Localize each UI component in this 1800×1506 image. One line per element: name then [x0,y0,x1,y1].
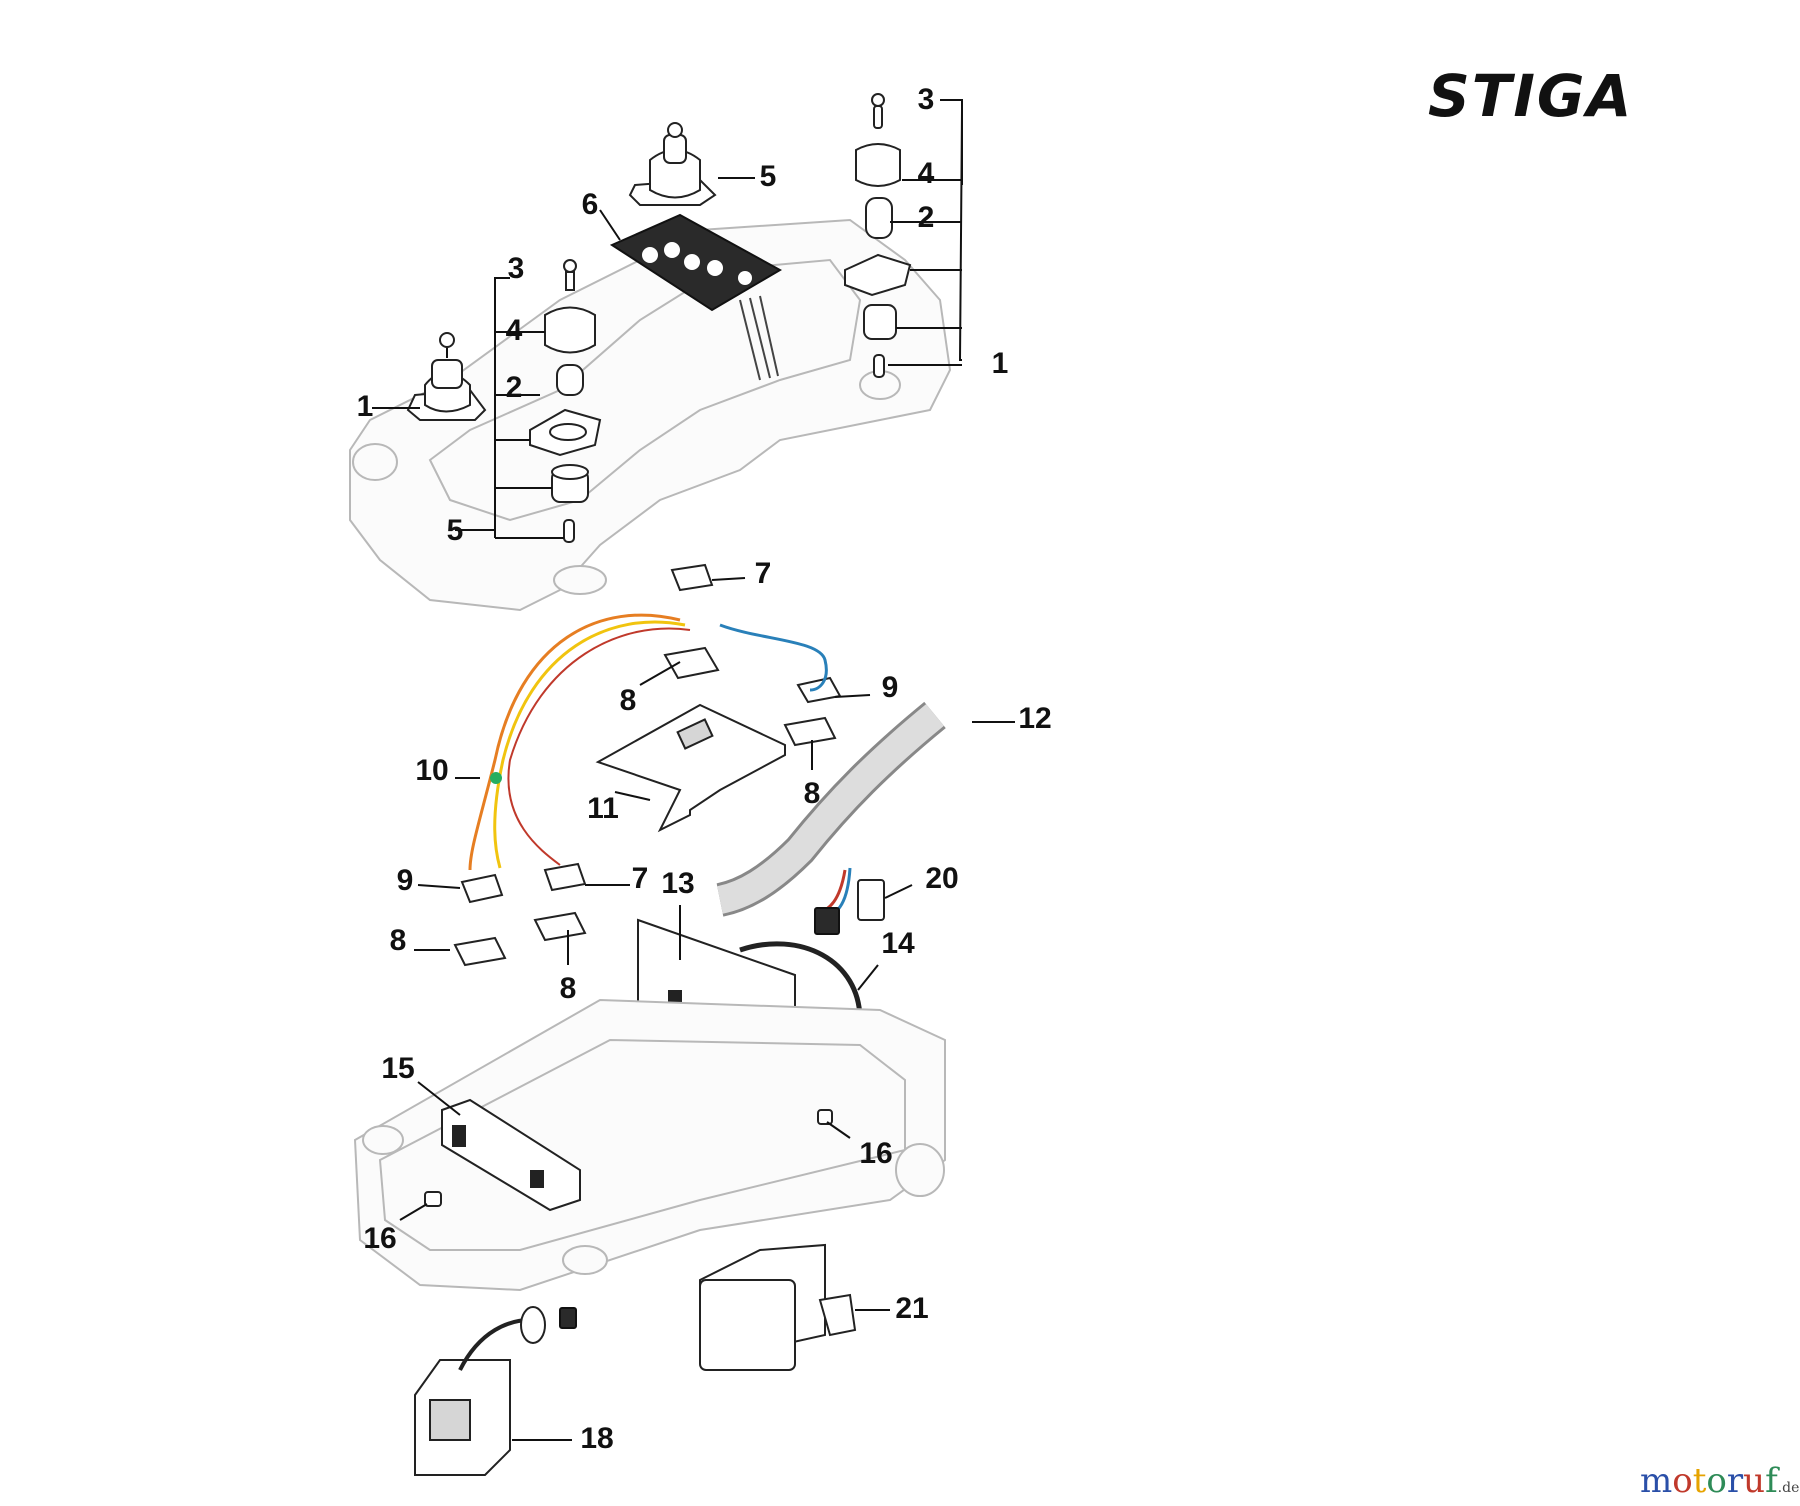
watermark-text: motoruf.de [1640,1461,1799,1501]
callout-20: 20 [925,862,958,895]
watermark-letter: t [1693,1461,1707,1501]
stiga-logo-text: STIGA [1428,62,1633,130]
callout-7: 7 [755,557,772,590]
callout-16: 16 [859,1137,892,1170]
callouts: 3 4 2 1 5 6 3 4 2 1 5 7 8 9 12 8 10 11 9… [357,83,1052,1455]
part-18-block [414,1306,577,1476]
callout-1: 1 [357,390,374,423]
callout-1: 1 [992,347,1009,380]
part-21-battery [699,1243,857,1371]
chassis [353,998,946,1292]
callout-4: 4 [918,157,935,190]
watermark-letter: o [1706,1461,1726,1501]
part-10-wire-harness [468,613,828,871]
callout-2: 2 [918,201,935,234]
watermark-letter: o [1672,1461,1692,1501]
callout-21: 21 [895,1292,928,1325]
watermark-letter: r [1727,1461,1744,1501]
callout-9: 9 [397,864,414,897]
sensor-boards [453,563,842,967]
part-5-dome-top [628,122,717,206]
callout-7: 7 [632,862,649,895]
callout-2: 2 [506,371,523,404]
part-6-keypad [609,213,783,381]
callout-8: 8 [620,684,637,717]
callout-5: 5 [760,160,777,193]
watermark-letter: f [1765,1461,1780,1501]
stiga-logo: STIGA [1428,62,1633,130]
callout-5: 5 [447,514,464,547]
callout-8: 8 [390,924,407,957]
callout-10: 10 [415,754,448,787]
part-20-connector [814,867,885,935]
callout-12: 12 [1018,702,1051,735]
callout-6: 6 [582,188,599,221]
callout-4: 4 [506,314,523,347]
right-stack [844,93,912,378]
watermark-letter: u [1743,1461,1765,1501]
left-stack [529,259,602,543]
part-15-board [441,1098,581,1212]
part-11-plate [595,703,786,833]
callout-3: 3 [508,252,525,285]
part-12-ribbon-cable [716,701,946,917]
watermark-suffix: .de [1778,1480,1800,1496]
part-16-screws [424,1109,833,1207]
callout-8: 8 [560,972,577,1005]
callout-14: 14 [881,927,915,960]
callout-9: 9 [882,671,899,704]
callout-11: 11 [587,792,619,825]
leader-lines [372,99,1015,1441]
callout-13: 13 [661,867,694,900]
callout-8: 8 [804,777,821,810]
callout-15: 15 [381,1052,414,1085]
callout-18: 18 [580,1422,613,1455]
callout-16: 16 [363,1222,396,1255]
motoruf-watermark: motoruf.de [1640,1461,1799,1501]
callout-3: 3 [918,83,935,116]
watermark-letter: m [1640,1461,1672,1501]
part-1-dome-left [406,332,487,421]
